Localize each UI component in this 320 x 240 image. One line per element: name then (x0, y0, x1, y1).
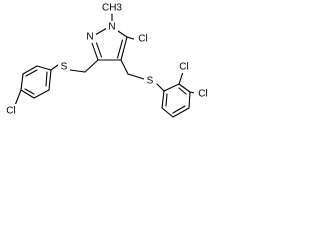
atom-cl-phenyl-left: Cl (6, 106, 15, 117)
atom-s-left: S (61, 62, 68, 73)
bond-c3-n2-double (95, 42, 103, 58)
left-ring-bond-2 (22, 65, 38, 75)
bond-s-right-aryl (156, 83, 165, 92)
bond-c3-ch2 (84, 59, 99, 73)
atom-cl-ortho: Cl (179, 62, 188, 73)
pyrazole-ring (91, 26, 128, 61)
right-ring-double-2 (172, 105, 186, 114)
cl-pyrazole-bg (134, 33, 150, 45)
bond-n2-n1 (94, 27, 108, 36)
right-ring-double-3 (165, 93, 168, 107)
atom-n-left: N (86, 32, 93, 43)
left-ring-bond-1 (36, 65, 52, 71)
bond-c3-n2 (91, 42, 99, 61)
n-top-bg (84, 31, 96, 43)
atom-labels: N N CH3 Cl S S Cl Cl Cl (2, 3, 212, 118)
left-ring-bond-6 (48, 69, 52, 91)
n1-bg (106, 21, 118, 33)
right-phenyl-ring (161, 83, 191, 118)
left-ring-double-3 (45, 71, 48, 87)
left-ring-bond-4 (20, 89, 35, 99)
right-ring-double-1 (178, 87, 187, 95)
right-ring-bond-4 (172, 107, 190, 118)
cl-meta-bg (194, 88, 212, 100)
chemical-structure: N N CH3 Cl S S Cl Cl Cl (2, 3, 212, 118)
bond-c5-c4-double (116, 39, 124, 59)
bond-c4-ch2 (120, 59, 129, 75)
bond-ch2-s-left (69, 69, 86, 73)
bond-c5-c4 (120, 36, 128, 61)
atom-methyl: CH3 (102, 3, 122, 14)
right-ring-bond-6 (161, 90, 165, 109)
left-phenyl-ring (20, 65, 52, 99)
bond-right-ring-cl-ortho (178, 71, 184, 85)
cl-left-bg (2, 104, 20, 118)
atom-cl-pyrazole: Cl (138, 34, 147, 45)
left-ring-bond-5 (33, 89, 50, 99)
right-ring-bond-3 (188, 91, 191, 109)
atom-cl-meta: Cl (198, 89, 207, 100)
left-ring-double-1 (25, 69, 38, 77)
left-ring-double-2 (24, 88, 35, 95)
s-left-bg (58, 61, 70, 73)
atom-s-right: S (147, 76, 154, 87)
bond-ch2-s-right (127, 73, 145, 80)
right-ring-bond-1 (163, 83, 180, 92)
s-right-bg (144, 75, 156, 87)
cl-ortho-bg (176, 61, 192, 73)
atom-n-top: N (108, 22, 115, 33)
right-ring-bond-5 (161, 107, 174, 118)
right-ring-bond-2 (178, 83, 191, 93)
left-ring-bond-3 (20, 73, 24, 91)
bond-s-left-aryl (50, 64, 59, 71)
